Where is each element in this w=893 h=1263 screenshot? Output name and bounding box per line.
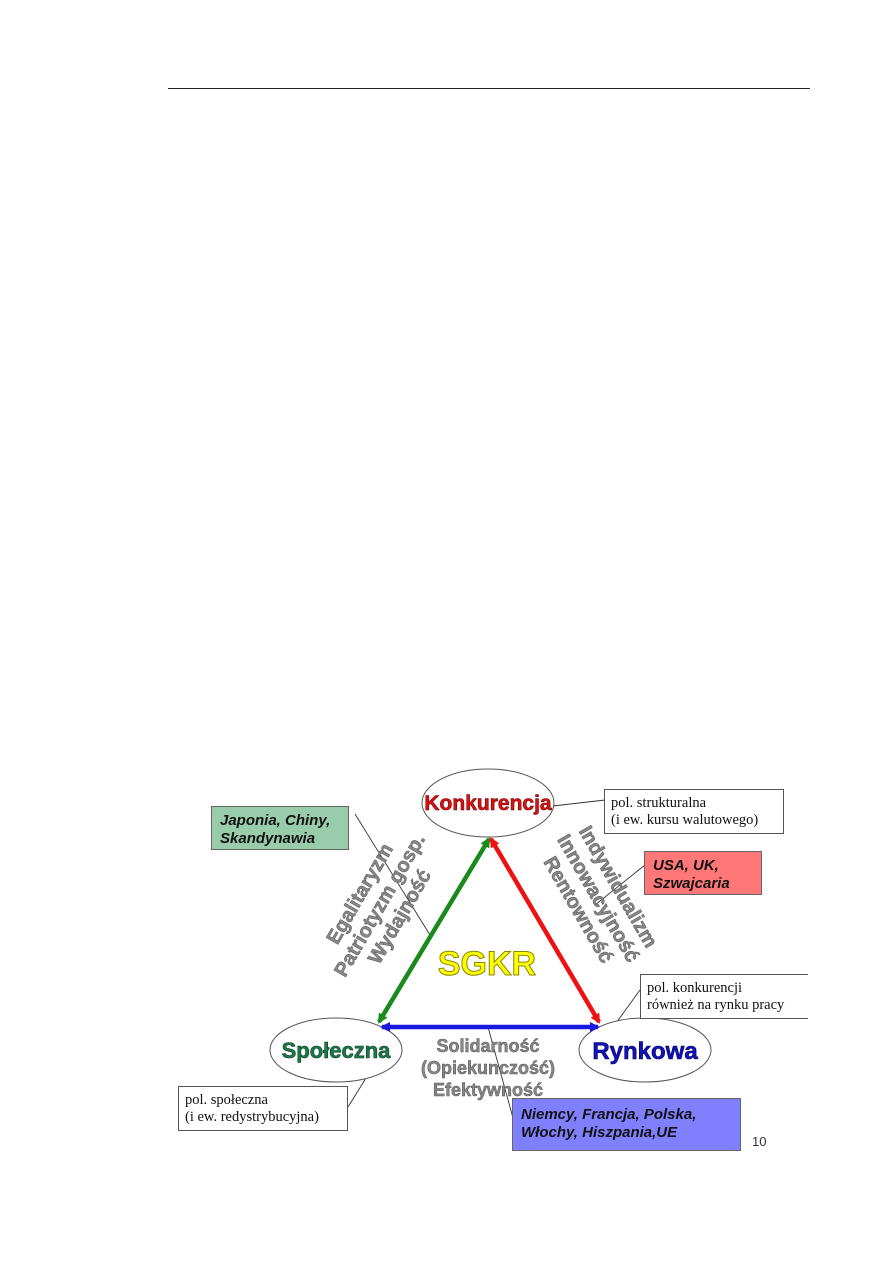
policy-social-line-2: (i ew. redystrybucyjna) <box>185 1109 319 1125</box>
leader-anglo <box>594 864 646 906</box>
policy-labor-line-1: pol. konkurencji <box>647 980 743 996</box>
leader-structural <box>552 799 606 807</box>
node-spoleczna-label: Społeczna <box>282 1038 392 1063</box>
arrow-right-edge <box>489 837 601 1024</box>
policy-box-labor: pol. konkurencji również na rynku pracy <box>640 974 808 1019</box>
edge-bottom-label-3: Efektywność <box>433 1080 543 1100</box>
arrow-left-edge <box>377 837 491 1024</box>
country-box-europe: Niemcy, Francja, Polska, Włochy, Hiszpan… <box>512 1098 741 1151</box>
country-anglo-line-2: Szwajcaria <box>653 875 730 892</box>
leader-social <box>347 1077 367 1108</box>
node-konkurencja-ellipse <box>421 768 555 838</box>
page-number: 10 <box>752 1134 767 1149</box>
node-rynkowa-label: Rynkowa <box>592 1038 698 1065</box>
policy-box-social: pol. społeczna (i ew. redystrybucyjna) <box>178 1086 348 1131</box>
node-konkurencja-label: Konkurencja <box>424 792 552 815</box>
edge-bottom-label-2: (Opiekunczość) <box>421 1058 555 1078</box>
policy-box-structural: pol. strukturalna (i ew. kursu walutoweg… <box>604 789 784 834</box>
edge-bottom-label-1: Solidarność <box>436 1036 539 1056</box>
country-anglo-line-1: USA, UK, <box>653 857 719 874</box>
leader-europe <box>487 1026 514 1119</box>
country-europe-line-1: Niemcy, Francja, Polska, <box>521 1106 697 1123</box>
node-spoleczna-ellipse <box>269 1017 403 1083</box>
country-box-asia: Japonia, Chiny, Skandynawia <box>211 806 349 850</box>
policy-social-line-1: pol. społeczna <box>185 1092 268 1108</box>
country-asia-line-1: Japonia, Chiny, <box>220 812 331 829</box>
header-rule <box>168 88 810 89</box>
policy-structural-line-1: pol. strukturalna <box>611 795 707 811</box>
country-box-anglo: USA, UK, Szwajcaria <box>644 851 762 895</box>
policy-labor-line-2: również na rynku pracy <box>647 997 785 1013</box>
center-sgkr-label: SGKR <box>438 945 536 983</box>
country-asia-line-2: Skandynawia <box>220 830 316 847</box>
country-europe-line-2: Włochy, Hiszpania,UE <box>521 1124 678 1141</box>
policy-structural-line-2: (i ew. kursu walutowego) <box>611 812 759 828</box>
